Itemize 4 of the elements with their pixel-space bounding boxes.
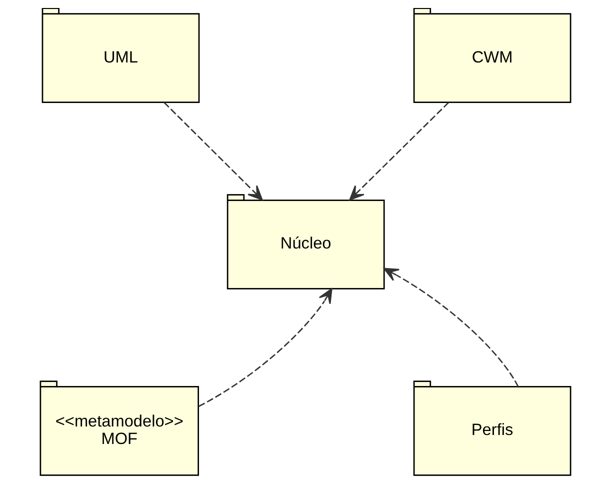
arrow <box>349 102 450 200</box>
arrow <box>198 288 332 407</box>
arrow <box>384 268 519 387</box>
arrow <box>164 102 263 200</box>
